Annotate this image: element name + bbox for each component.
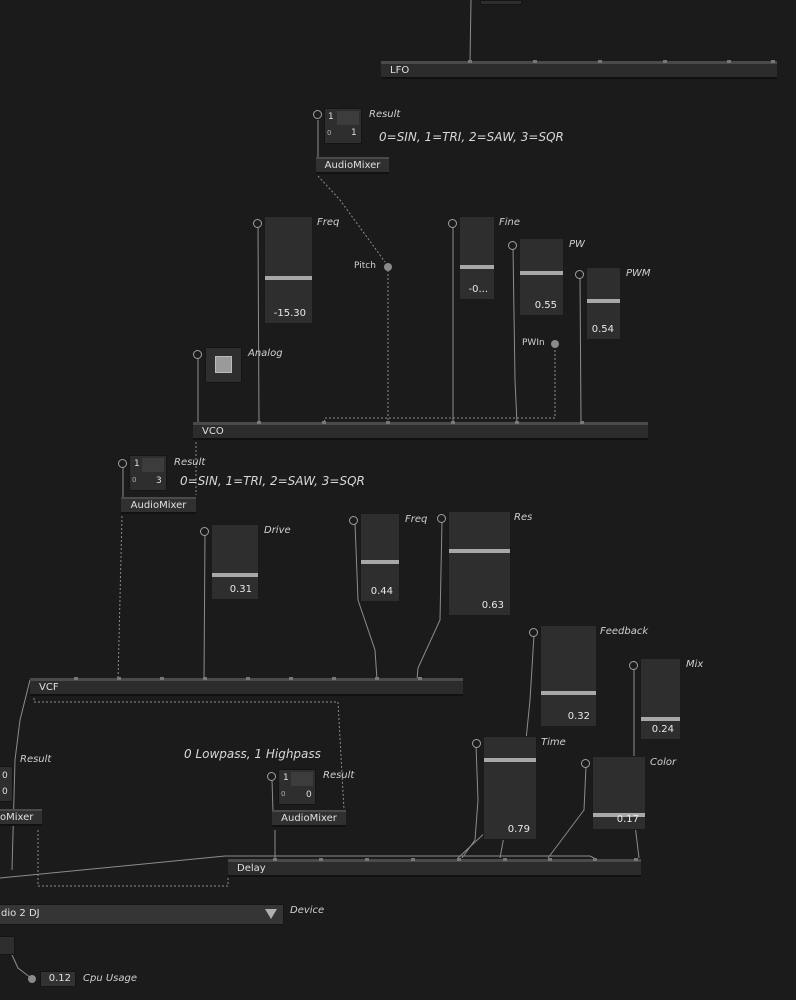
mixer-top-number-box[interactable]: 1 0 1 [324, 108, 362, 144]
mixer-mid-result-label: Result [174, 457, 206, 468]
mixer-top-knob[interactable] [313, 110, 322, 119]
delay-color-knob[interactable] [581, 759, 590, 768]
vcf-drive-value: 0.31 [229, 584, 252, 595]
delay-feedback-knob[interactable] [529, 628, 538, 637]
vco-freq-slider[interactable]: -15.30 [264, 216, 313, 324]
mixer-bottom-hint: 0 Lowpass, 1 Highpass [184, 747, 321, 761]
lfo-top-value-box [480, 0, 522, 5]
vcf-res-label: Res [514, 512, 533, 523]
pwin-port[interactable] [551, 340, 559, 348]
cpu-stub-box [0, 936, 15, 955]
mixer-mid-top-value: 1 [134, 459, 140, 469]
delay-feedback-slider[interactable]: 0.32 [540, 625, 597, 727]
mixer-top-bottom-value: 1 [351, 128, 357, 138]
vcf-freq-knob[interactable] [349, 516, 358, 525]
mixer-mid-hint: 0=SIN, 1=TRI, 2=SAW, 3=SQR [180, 474, 365, 488]
cpu-usage-label: Cpu Usage [83, 973, 138, 984]
vcf-res-slider[interactable]: 0.63 [448, 511, 511, 616]
mixer-bottom-small-value: 0 [281, 790, 286, 798]
vco-label: VCO [202, 426, 224, 437]
analog-knob[interactable] [193, 350, 202, 359]
analog-label: Analog [248, 348, 283, 359]
delay-color-slider[interactable]: 0.17 [592, 756, 646, 830]
mixer-left-number-box[interactable]: 0 0 [0, 766, 13, 802]
mixer-top-small-value: 0 [327, 129, 332, 137]
delay-time-knob[interactable] [472, 739, 481, 748]
delay-color-value: 0.17 [616, 814, 639, 825]
vco-freq-knob[interactable] [253, 219, 262, 228]
mixer-mid-bottom-value: 3 [156, 476, 162, 486]
mixer-left-button[interactable]: oMixer [0, 809, 42, 826]
vcf-res-value: 0.63 [481, 600, 504, 611]
lfo-label: LFO [390, 65, 410, 76]
vco-fine-value: -0... [468, 284, 488, 295]
mixer-top-top-value: 1 [328, 112, 334, 122]
vcf-freq-label: Freq [405, 514, 428, 525]
vco-fine-knob[interactable] [448, 219, 457, 228]
mixer-top-hint: 0=SIN, 1=TRI, 2=SAW, 3=SQR [379, 130, 564, 144]
pitch-port-label: Pitch [354, 261, 376, 271]
mixer-left-top-value: 0 [2, 771, 8, 781]
mixer-bottom-top-value: 1 [283, 773, 289, 783]
vcf-drive-label: Drive [264, 525, 291, 536]
mixer-top-button[interactable]: AudioMixer [316, 157, 389, 174]
chevron-down-icon[interactable] [265, 909, 277, 919]
lfo-node-bar[interactable]: LFO [381, 60, 777, 79]
delay-time-value: 0.79 [507, 824, 530, 835]
delay-node-bar[interactable]: Delay [228, 858, 641, 877]
mixer-bottom-number-box[interactable]: 1 0 0 [278, 769, 316, 805]
mixer-mid-button[interactable]: AudioMixer [121, 497, 196, 514]
mixer-mid-number-box[interactable]: 1 0 3 [129, 455, 167, 491]
delay-time-label: Time [541, 737, 566, 748]
vco-pwm-knob[interactable] [575, 270, 584, 279]
vco-pw-slider[interactable]: 0.55 [519, 238, 564, 316]
mixer-top-result-label: Result [369, 109, 401, 120]
vcf-node-bar[interactable]: VCF [30, 677, 463, 696]
vco-pw-value: 0.55 [534, 300, 557, 311]
vco-freq-value: -15.30 [273, 308, 306, 319]
cpu-usage-box: 0.12 [40, 971, 76, 987]
vco-fine-label: Fine [499, 217, 521, 228]
vcf-res-knob[interactable] [437, 514, 446, 523]
mixer-mid-small-value: 0 [132, 476, 137, 484]
vcf-label: VCF [39, 682, 59, 693]
delay-feedback-value: 0.32 [567, 711, 590, 722]
vco-pw-label: PW [569, 239, 585, 250]
vco-pw-knob[interactable] [508, 241, 517, 250]
vco-pwm-value: 0.54 [591, 324, 614, 335]
delay-label: Delay [237, 863, 266, 874]
delay-color-label: Color [650, 757, 677, 768]
cpu-usage-value: 0.12 [48, 973, 71, 984]
mixer-mid-knob[interactable] [118, 459, 127, 468]
mixer-bottom-knob[interactable] [267, 772, 276, 781]
delay-mix-slider[interactable]: 0.24 [640, 658, 681, 740]
device-select[interactable]: dio 2 DJ [0, 904, 284, 925]
delay-mix-label: Mix [686, 659, 704, 670]
delay-time-slider[interactable]: 0.79 [483, 736, 537, 840]
delay-mix-value: 0.24 [651, 724, 674, 735]
vco-node-bar[interactable]: VCO [193, 421, 648, 440]
vco-freq-label: Freq [317, 217, 340, 228]
mixer-left-result-label: Result [20, 754, 52, 765]
delay-feedback-label: Feedback [600, 626, 649, 637]
cpu-port[interactable] [28, 975, 36, 983]
device-value: dio 2 DJ [1, 908, 40, 919]
vcf-freq-slider[interactable]: 0.44 [360, 513, 400, 602]
mixer-bottom-bottom-value: 0 [306, 790, 312, 800]
vcf-freq-value: 0.44 [370, 586, 393, 597]
pitch-port[interactable] [384, 263, 392, 271]
delay-mix-knob[interactable] [629, 661, 638, 670]
vco-pwm-label: PWM [626, 268, 651, 279]
vco-fine-slider[interactable]: -0... [459, 216, 495, 300]
vcf-drive-slider[interactable]: 0.31 [211, 524, 259, 600]
device-label: Device [290, 905, 325, 916]
mixer-left-bottom-value: 0 [2, 787, 8, 797]
pwin-port-label: PWIn [522, 338, 545, 348]
mixer-bottom-button[interactable]: AudioMixer [272, 810, 346, 827]
vcf-drive-knob[interactable] [200, 527, 209, 536]
analog-toggle[interactable] [205, 347, 242, 383]
mixer-bottom-result-label: Result [323, 770, 355, 781]
vco-pwm-slider[interactable]: 0.54 [586, 267, 621, 340]
